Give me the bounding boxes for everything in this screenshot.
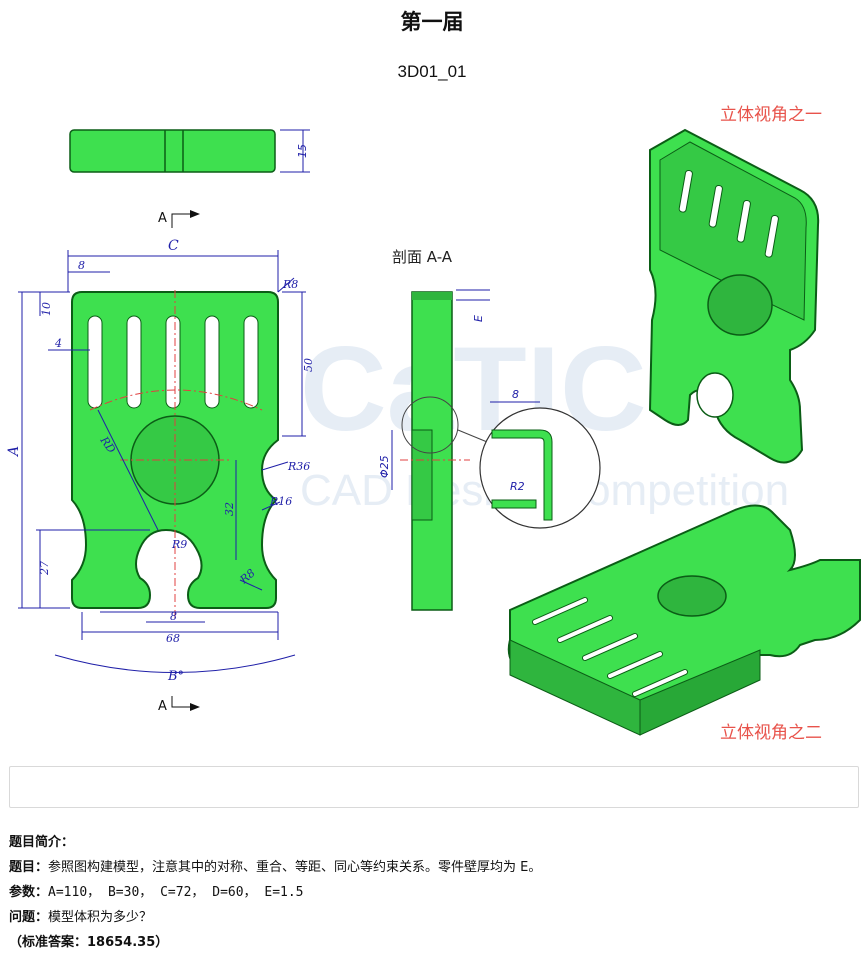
answer-text: （标准答案：18654.35） [9,935,169,950]
dim-4: 4 [54,337,62,350]
dim-R8-top: R8 [282,278,298,291]
dim-B: B° [167,669,184,684]
dim-A: A [6,446,22,458]
params-line: 参数：A=110， B=30， C=72， D=60， E=1.5 [9,884,304,902]
dim-32: 32 [223,502,236,516]
dim-27: 27 [38,561,51,576]
dim-68: 68 [166,632,180,645]
question-label: 问题： [9,910,49,925]
dim-50: 50 [302,358,315,372]
iso-view-1-label: 立体视角之一 [720,105,822,125]
front-view [71,290,279,620]
svg-text:A: A [158,699,167,714]
engineering-drawing: CaTIC CAD Design Competition 15 A A [6,105,861,743]
params-text: A=110， B=30， C=72， D=60， E=1.5 [48,885,304,900]
dim-phi25: Φ25 [378,455,391,478]
answer-line: （标准答案：18654.35） [9,934,168,952]
iso-view-2-label: 立体视角之二 [720,723,822,743]
answer-input-box[interactable] [9,766,859,808]
dim-8-top: 8 [78,259,85,272]
iso-view-2: 立体视角之二 [507,504,861,743]
dim-E: E [472,315,485,322]
section-mark-bottom: A [158,696,200,714]
task-text: 参照图构建模型，注意其中的对称、重合、等距、同心等约束关系。零件壁厚均为 E。 [48,860,542,875]
dim-8-detail: 8 [512,388,519,401]
dim-R2: R2 [510,480,525,493]
dim-10: 10 [40,302,53,316]
section-mark-top: A [158,210,200,228]
section-title: 剖面 A-A [392,248,453,266]
svg-text:A: A [158,211,167,226]
dim-R16: R16 [269,495,292,508]
page-title: 第一届 [400,10,464,34]
dim-15: 15 [296,144,309,158]
dim-R36: R36 [287,460,310,473]
dim-R9: R9 [171,538,187,551]
params-label: 参数： [9,885,49,900]
task-label: 题目： [9,860,49,875]
iso-view-1: 立体视角之一 [648,105,822,464]
question-line: 问题：模型体积为多少？ [9,909,152,927]
section-view: 剖面 A-A E Φ25 [378,248,493,611]
dim-C: C [168,238,179,254]
question-text: 模型体积为多少？ [48,910,153,925]
problem-code: 3D01_01 [397,62,467,81]
dim-8-bottom: 8 [170,610,177,623]
top-view: 15 [69,129,310,173]
task-line: 题目：参照图构建模型，注意其中的对称、重合、等距、同心等约束关系。零件壁厚均为 … [9,859,541,877]
intro-heading: 题目简介： [9,835,75,850]
front-view-dimensions [18,250,306,673]
detail-view: 8 R2 [479,388,601,529]
front-view-dim-labels: C 8 R8 10 4 50 A RD R36 R16 32 R9 27 R8 … [6,238,315,684]
